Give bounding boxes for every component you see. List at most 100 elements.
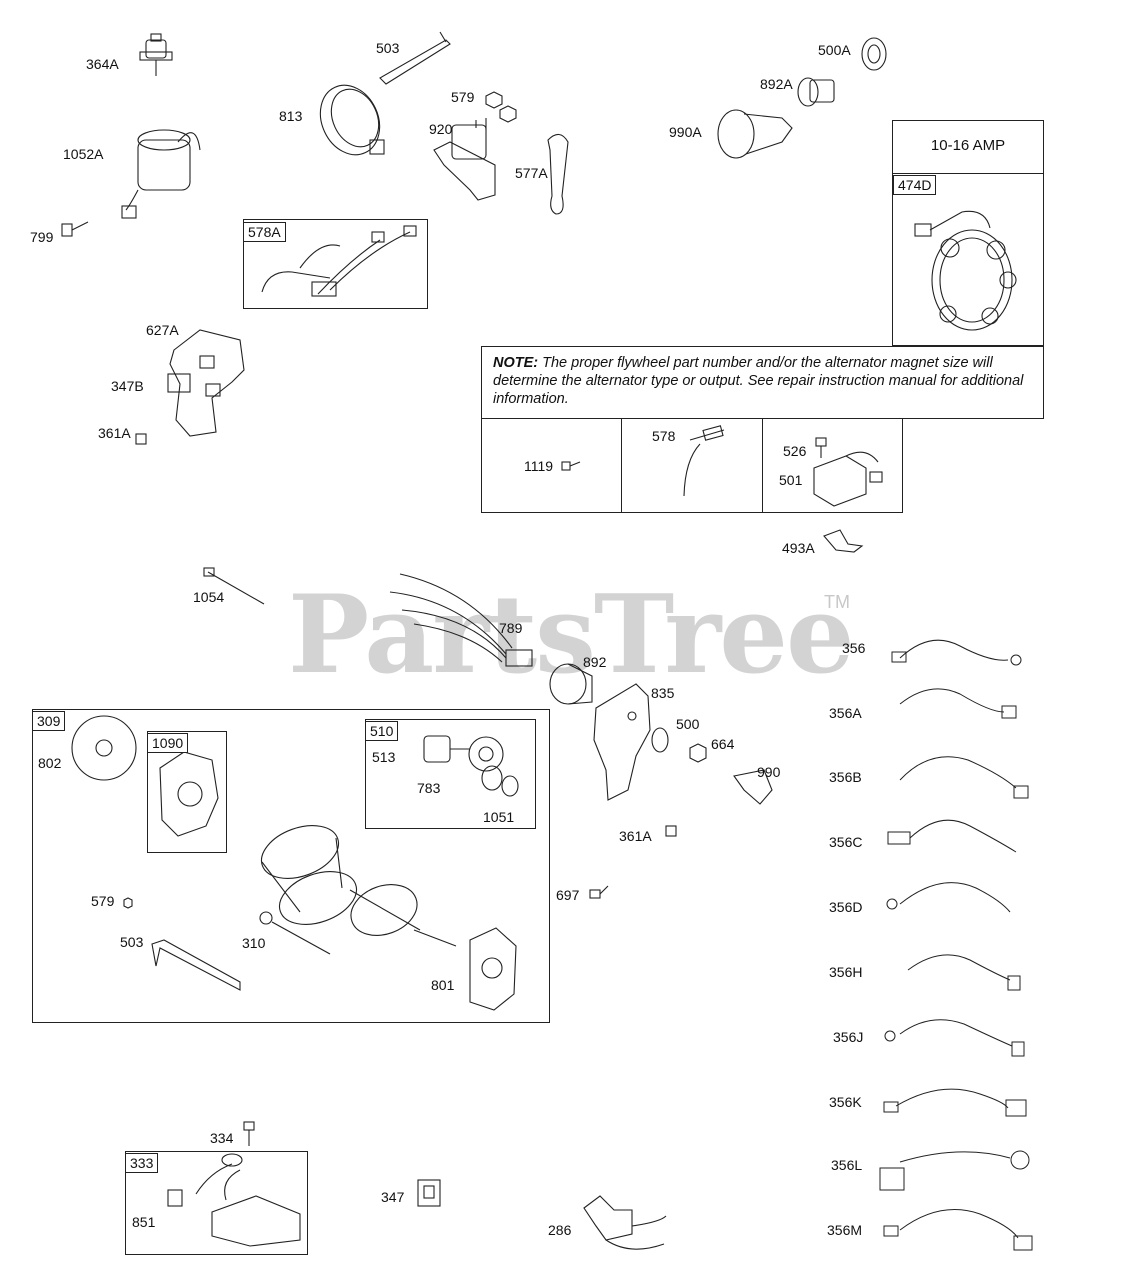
cell-526-501	[762, 418, 903, 513]
part-361A-screw-top-drawing	[135, 433, 147, 445]
label-990: 990	[757, 764, 781, 780]
label-783: 783	[417, 780, 441, 796]
label-1052A: 1052A	[63, 146, 104, 162]
part-579-nuts-drawing	[485, 91, 517, 123]
part-513-drive-drawing	[423, 735, 470, 763]
label-851: 851	[132, 1214, 156, 1230]
part-892A-switch-drawing	[797, 77, 835, 107]
part-664-nut-drawing	[689, 743, 707, 763]
flywheel-note: NOTE: The proper flywheel part number an…	[493, 354, 1038, 408]
label-526: 526	[783, 443, 807, 459]
label-801: 801	[431, 977, 455, 993]
part-1052A-solenoid-drawing	[121, 129, 201, 219]
label-347: 347	[381, 1189, 405, 1205]
part-801-end-cap-drawing	[469, 927, 517, 1011]
label-310: 310	[242, 935, 266, 951]
part-armature-drawing	[349, 884, 457, 947]
part-474D-label: 474D	[893, 175, 937, 195]
part-813-clamp-drawing	[319, 84, 385, 156]
part-286-diode-drawing	[583, 1195, 667, 1250]
label-356J: 356J	[833, 1029, 864, 1045]
label-813: 813	[279, 108, 303, 124]
part-333-armature-coil-drawing	[195, 1153, 301, 1247]
part-577A-boot-drawing	[547, 133, 569, 215]
part-990A-knob-drawing	[717, 109, 793, 159]
group-578A-label: 578A	[243, 222, 286, 242]
group-510-label: 510	[365, 721, 399, 741]
part-310-bolt-drawing	[259, 911, 331, 955]
part-783-gear-drawing	[468, 736, 519, 797]
part-493A-clip-drawing	[823, 529, 864, 553]
note-prefix: NOTE:	[493, 355, 539, 371]
label-799: 799	[30, 229, 54, 245]
group-333-frame	[125, 1151, 308, 1255]
part-1119-screw-drawing	[561, 461, 581, 471]
label-356M: 356M	[827, 1222, 863, 1238]
part-920-solenoid-drawing	[433, 118, 496, 201]
part-1054-tie-drawing	[203, 567, 265, 605]
part-579-nut-bottom-drawing	[123, 897, 133, 909]
label-503-bottom: 503	[120, 934, 144, 950]
note-text: The proper flywheel part number and/or t…	[493, 355, 1024, 407]
label-356B: 356B	[829, 769, 862, 785]
label-493A: 493A	[782, 540, 815, 556]
part-851-clip-drawing	[167, 1189, 183, 1207]
part-627A-bracket-drawing	[169, 329, 245, 437]
label-500: 500	[676, 716, 700, 732]
part-578-wire-drawing	[683, 425, 725, 497]
label-356H: 356H	[829, 964, 863, 980]
label-1054: 1054	[193, 589, 225, 605]
label-789: 789	[499, 620, 523, 636]
part-starter-housing-drawing	[260, 825, 358, 925]
label-627A: 627A	[146, 322, 179, 338]
label-361A-top: 361A	[98, 425, 131, 441]
label-364A: 364A	[86, 56, 119, 72]
part-361A-screw-mid-drawing	[665, 825, 677, 837]
label-802: 802	[38, 755, 62, 771]
label-356K: 356K	[829, 1094, 862, 1110]
label-577A: 577A	[515, 165, 548, 181]
part-503-bracket-bottom-drawing	[151, 939, 241, 991]
label-356D: 356D	[829, 899, 863, 915]
label-356: 356	[842, 640, 866, 656]
label-990A: 990A	[669, 124, 702, 140]
cell-578	[621, 418, 763, 513]
label-579: 579	[451, 89, 475, 105]
part-990-key-drawing	[733, 769, 773, 805]
group-333-label: 333	[125, 1153, 159, 1173]
part-802-brush-plate-drawing	[71, 715, 137, 781]
group-578A-frame	[243, 219, 428, 309]
label-500A: 500A	[818, 42, 851, 58]
part-500A-washer-drawing	[861, 37, 887, 71]
label-892: 892	[583, 654, 607, 670]
label-835: 835	[651, 685, 675, 701]
part-503-bracket-drawing	[379, 31, 451, 85]
part-578A-harness-drawing	[261, 225, 417, 297]
part-697-screw-drawing	[589, 885, 609, 899]
part-1090-brush-holder-drawing	[159, 751, 219, 837]
part-347-switch-drawing	[417, 1179, 441, 1207]
part-347B-switch-drawing	[167, 373, 191, 393]
parts-tree-watermark: PartsTree	[288, 572, 855, 698]
label-361A-mid: 361A	[619, 828, 652, 844]
label-697: 697	[556, 887, 580, 903]
part-500-washer-drawing	[651, 727, 669, 753]
alternator-rating: 10-16 AMP	[930, 137, 1006, 154]
label-286: 286	[548, 1222, 572, 1238]
part-474D-alternator-drawing	[914, 210, 1017, 331]
group-1090-frame	[147, 731, 227, 853]
label-578: 578	[652, 428, 676, 444]
group-309-label: 309	[32, 711, 66, 731]
label-334: 334	[210, 1130, 234, 1146]
part-334-screw-drawing	[243, 1121, 255, 1146]
label-579-bottom: 579	[91, 893, 115, 909]
label-513: 513	[372, 749, 396, 765]
label-501: 501	[779, 472, 803, 488]
part-835-panel-drawing	[593, 683, 651, 801]
alternator-rating-cell	[892, 120, 1044, 174]
part-364A-sender-drawing	[139, 33, 173, 76]
part-526-screw-drawing	[815, 437, 827, 458]
label-356L: 356L	[831, 1157, 863, 1173]
label-347B: 347B	[111, 378, 144, 394]
